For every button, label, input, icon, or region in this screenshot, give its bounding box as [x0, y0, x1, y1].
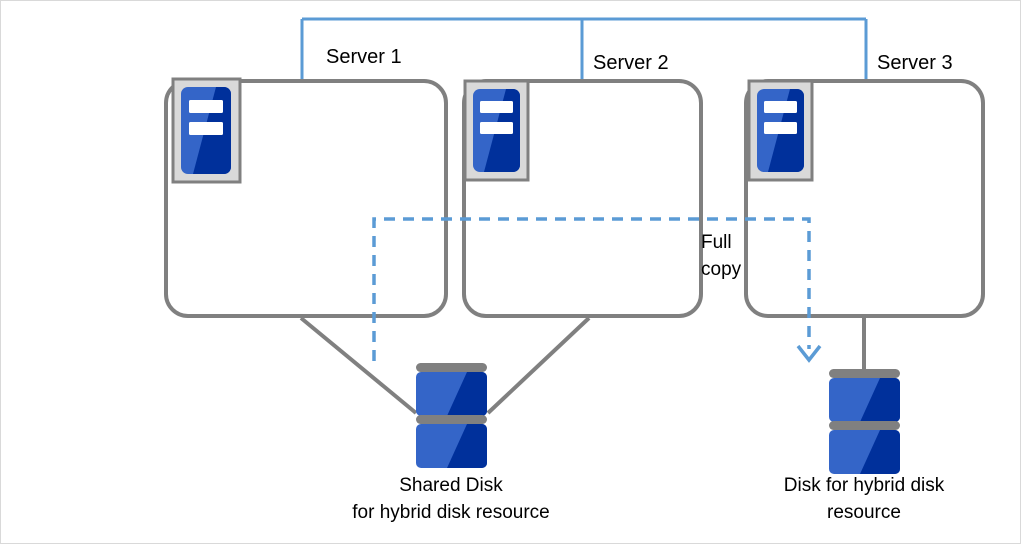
connector-server2-shared-disk	[486, 316, 591, 415]
full-copy-label-line1: Full	[701, 232, 732, 253]
full-copy-arrowhead-icon	[796, 344, 822, 363]
full-copy-label-line2: copy	[701, 259, 742, 280]
storage-connectors	[299, 316, 866, 415]
server-tower-icon-2	[463, 79, 530, 182]
shared-disk-label-line2: for hybrid disk resource	[352, 502, 549, 523]
full-copy-flow-arrow	[372, 217, 822, 363]
server-1-label: Server 1	[326, 46, 402, 68]
hybrid-disk-label-line2: resource	[827, 502, 901, 523]
interconnect-network	[300, 17, 868, 81]
hybrid-disk-graphic[interactable]	[829, 369, 900, 474]
server-tower-icon-3	[747, 79, 814, 182]
server-tower-icon-1	[171, 77, 242, 184]
connector-server1-shared-disk	[299, 316, 418, 415]
shared-disk-label-line1: Shared Disk	[399, 475, 503, 496]
server-3-label: Server 3	[877, 52, 953, 74]
hybrid-disk-label-line1: Disk for hybrid disk	[784, 475, 945, 496]
server-2-label: Server 2	[593, 52, 669, 74]
shared-disk-graphic[interactable]	[416, 363, 487, 468]
